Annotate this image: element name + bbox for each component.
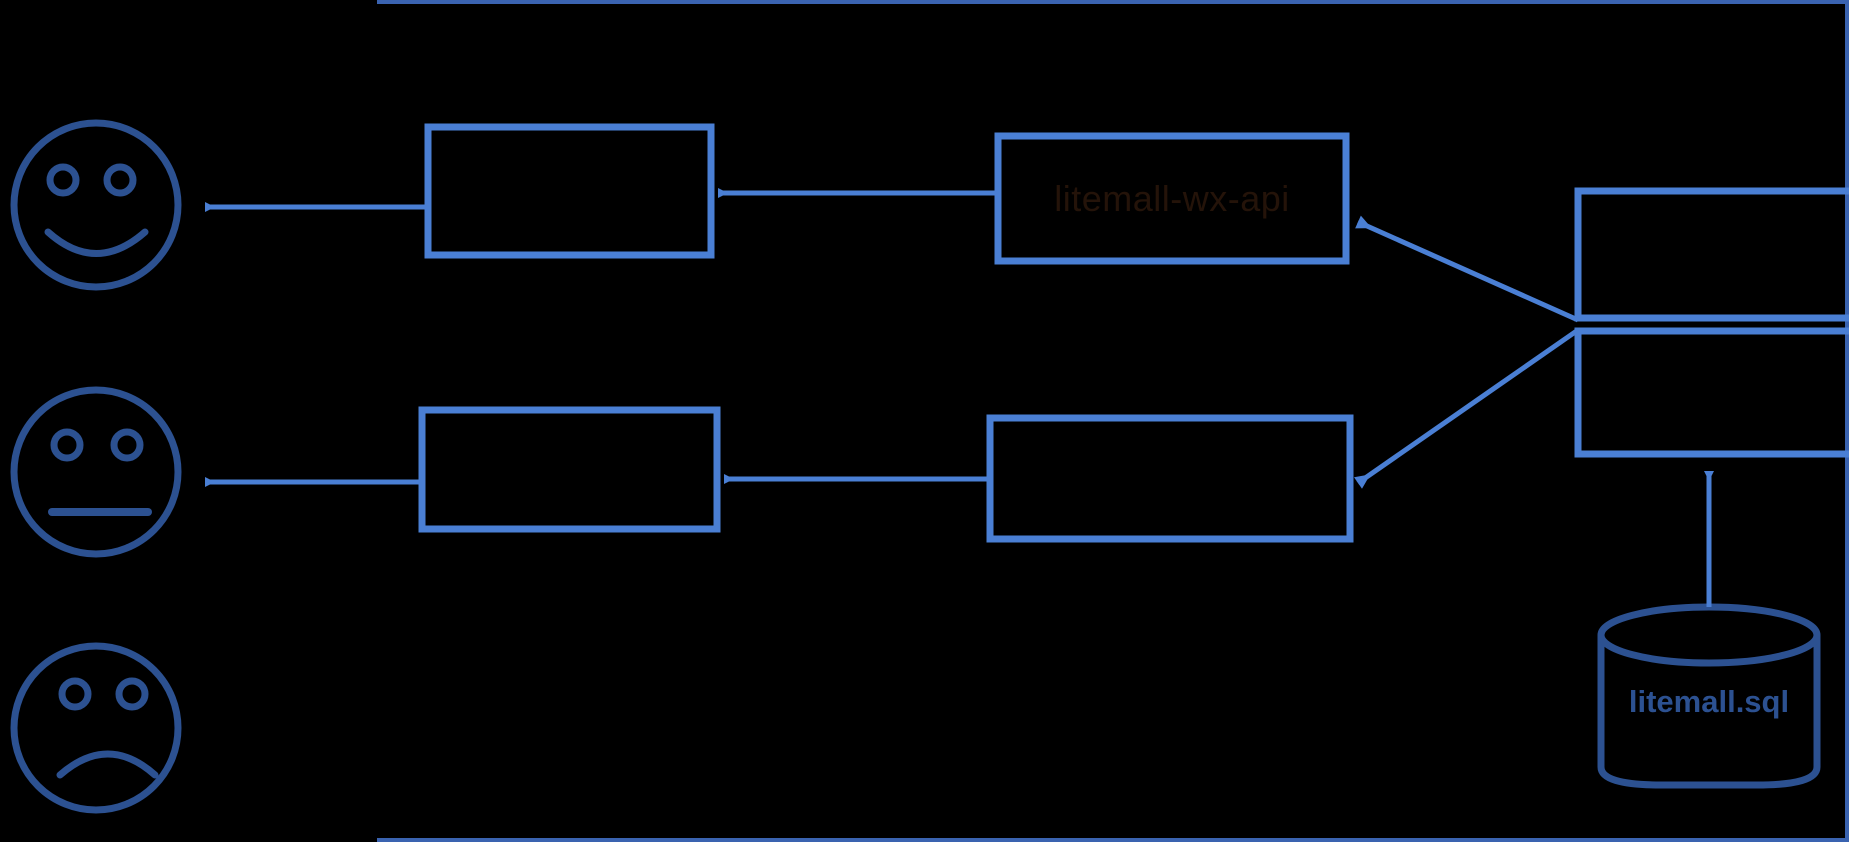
box-core-top[interactable] (1574, 187, 1849, 322)
box-client-top[interactable] (424, 123, 715, 259)
box-core-bottom[interactable] (1574, 327, 1849, 458)
database-cylinder-icon[interactable] (1597, 603, 1821, 789)
happy-face-icon (10, 119, 182, 291)
system-container (377, 0, 1849, 842)
arrow-core-to-service (1354, 327, 1580, 489)
box-service-bottom[interactable] (986, 414, 1354, 543)
box-api-wx[interactable] (994, 132, 1350, 265)
neutral-face-icon (10, 386, 182, 558)
box-client-bottom[interactable] (418, 406, 721, 533)
arrow-core-to-api (1355, 215, 1580, 323)
sad-face-icon (10, 642, 182, 814)
